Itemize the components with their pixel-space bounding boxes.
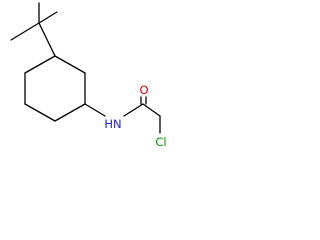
chloroacetamide-group — [123, 96, 161, 134]
ring-bond-4 — [24, 103, 56, 122]
chlorine-label: Cl — [155, 135, 166, 149]
nitrogen-label: HN — [104, 117, 121, 131]
bond-carbonyl-to-ch2 — [142, 103, 161, 117]
oxygen-label: O — [139, 83, 148, 97]
bond-ring-to-nitrogen — [84, 103, 106, 117]
bond-tbu-methyl-left — [10, 22, 40, 41]
ring-bond-3 — [54, 103, 86, 122]
ring-bond-1 — [54, 55, 86, 74]
bond-tbu-methyl-right — [38, 11, 58, 24]
cyclohexane-ring — [24, 55, 86, 122]
bond-nitrogen-to-carbonyl — [123, 103, 144, 117]
tert-butyl-group — [10, 2, 58, 57]
molecule-structure-diagram: HN O Cl — [10, 2, 167, 149]
bond-tbu-to-ring — [38, 22, 56, 57]
ring-bond-6 — [24, 55, 56, 74]
